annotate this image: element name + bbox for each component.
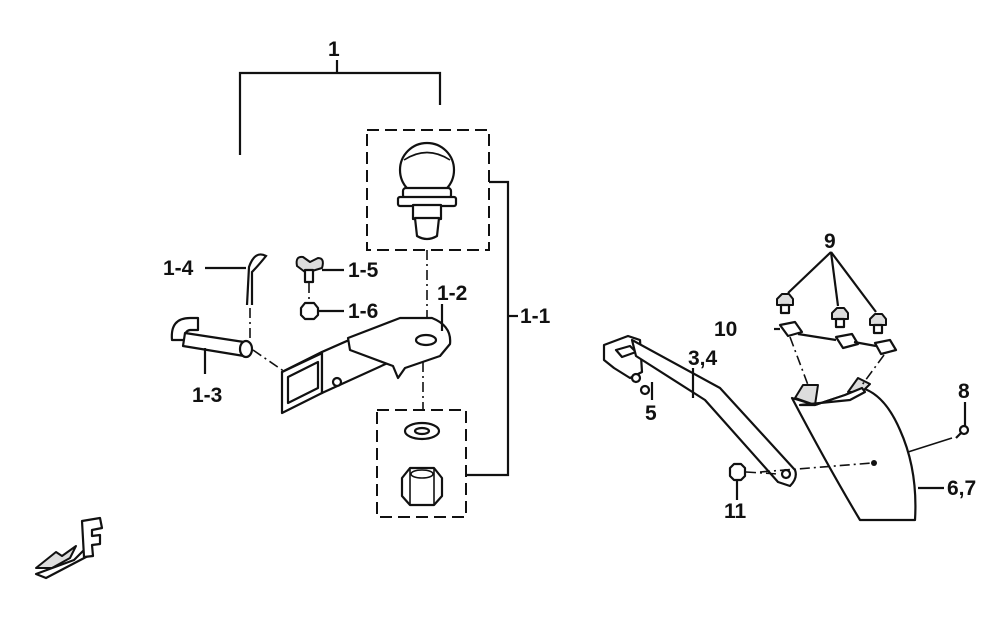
callout-1-1-bracket (466, 180, 510, 477)
mounting-bolts (776, 293, 887, 335)
leader-9c (830, 251, 877, 313)
stay-bolts (630, 372, 651, 396)
pin-centerline (252, 349, 286, 373)
callout-8: 8 (958, 380, 970, 403)
hitch-bar (280, 316, 452, 415)
assembly-1-bracket (238, 60, 442, 155)
mudflap-stay (602, 334, 797, 488)
front-direction-icon (34, 516, 104, 580)
hitch-pin (170, 316, 254, 359)
lock-washer (403, 421, 441, 441)
wing-bolt (295, 255, 324, 284)
hitch-ball-group-box (366, 129, 490, 251)
callout-9: 9 (824, 230, 836, 253)
hitch-ball (396, 141, 458, 241)
leader-9b (829, 251, 840, 307)
callout-1-1: 1-1 (520, 305, 551, 328)
leader-9a (787, 251, 832, 294)
callout-11: 11 (724, 500, 747, 523)
callout-1-2: 1-2 (437, 282, 467, 305)
callout-3-4: 3,4 (688, 347, 718, 370)
hex-nut (400, 466, 444, 507)
washer-nut-group-box (376, 409, 467, 518)
stay-nut (728, 462, 747, 482)
mudflap (790, 377, 917, 522)
mounting-clips (778, 320, 898, 356)
callout-5: 5 (645, 402, 657, 425)
callout-1: 1 (328, 38, 340, 61)
flap-screw (955, 424, 970, 439)
callout-6-7: 6,7 (947, 477, 976, 500)
callout-1-5: 1-5 (348, 259, 379, 282)
callout-1-3: 1-3 (192, 384, 222, 407)
callout-1-6: 1-6 (348, 300, 378, 323)
callout-10: 10 (714, 318, 737, 341)
cotter-clip (245, 253, 268, 306)
small-nut (299, 301, 320, 321)
callout-1-4: 1-4 (163, 257, 194, 280)
